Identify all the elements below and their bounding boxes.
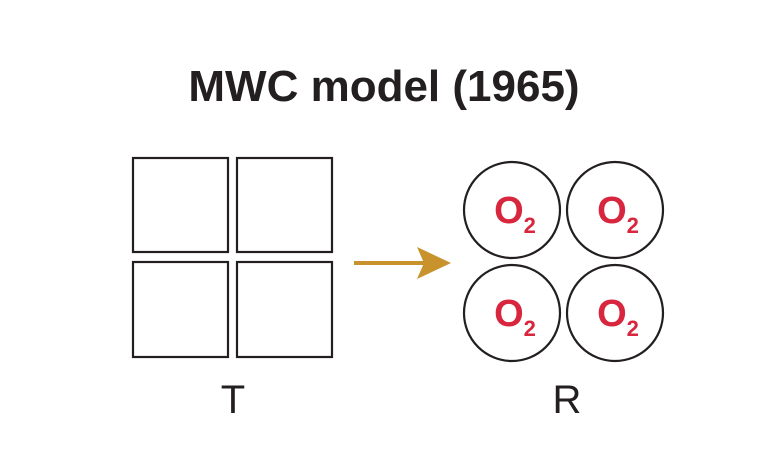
o2-ligand-label: O2 [597, 293, 639, 341]
r-subunit-circle: O2 [462, 160, 562, 260]
r-subunit-circle: O2 [565, 263, 665, 363]
o2-ligand-label: O2 [597, 190, 639, 238]
t-state-group [131, 156, 334, 359]
diagram-title: MWC model (1965) [188, 62, 579, 111]
t-state-label: T [221, 378, 245, 422]
t-subunit-square [235, 156, 334, 254]
t-subunit-square [131, 156, 230, 254]
r-state-label: R [553, 378, 582, 422]
t-subunit-square [131, 260, 230, 359]
t-subunit-square [235, 260, 334, 359]
r-state-group: O2 O2 O2 O2 [462, 160, 665, 363]
o2-ligand-label: O2 [494, 293, 536, 341]
arrow-head-icon [417, 247, 451, 279]
r-subunit-circle: O2 [462, 263, 562, 363]
transition-arrow [354, 247, 451, 279]
r-subunit-circle: O2 [565, 160, 665, 260]
o2-ligand-label: O2 [494, 190, 536, 238]
